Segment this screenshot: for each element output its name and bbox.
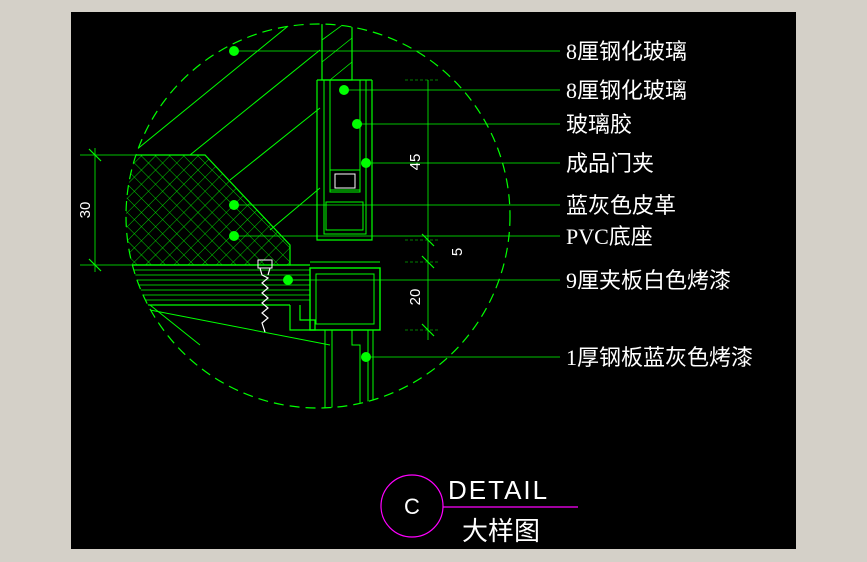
drawing-canvas [71, 12, 796, 549]
leather-panel [126, 154, 291, 266]
label-plywood: 9厘夹板白色烤漆 [566, 268, 731, 293]
dim-30: 30 [77, 148, 135, 272]
label-steel-plate: 1厚钢板蓝灰色烤漆 [566, 345, 753, 370]
label-glass-glue: 玻璃胶 [566, 112, 632, 137]
leaders [229, 46, 560, 362]
door-clamp [316, 79, 373, 241]
pvc-base [309, 261, 381, 331]
screw [257, 259, 273, 333]
dim-20-text: 20 [407, 289, 424, 306]
dim-5-text: 5 [449, 248, 466, 256]
detail-circle [125, 23, 511, 409]
detail-symbol-letter: C [404, 494, 420, 519]
label-door-clamp: 成品门夹 [566, 151, 654, 176]
label-glass-1: 8厘钢化玻璃 [566, 39, 687, 64]
dim-30-text: 30 [77, 202, 94, 219]
title-chinese: 大样图 [462, 517, 540, 546]
title-english: DETAIL [448, 475, 549, 505]
label-glass-2: 8厘钢化玻璃 [566, 78, 687, 103]
detail-symbol-circle [380, 474, 444, 538]
label-pvc-base: PVC底座 [566, 224, 653, 249]
label-leather: 蓝灰色皮革 [566, 193, 676, 218]
dim-45-text: 45 [407, 154, 424, 171]
title-block: C DETAIL 大样图 [380, 474, 578, 546]
